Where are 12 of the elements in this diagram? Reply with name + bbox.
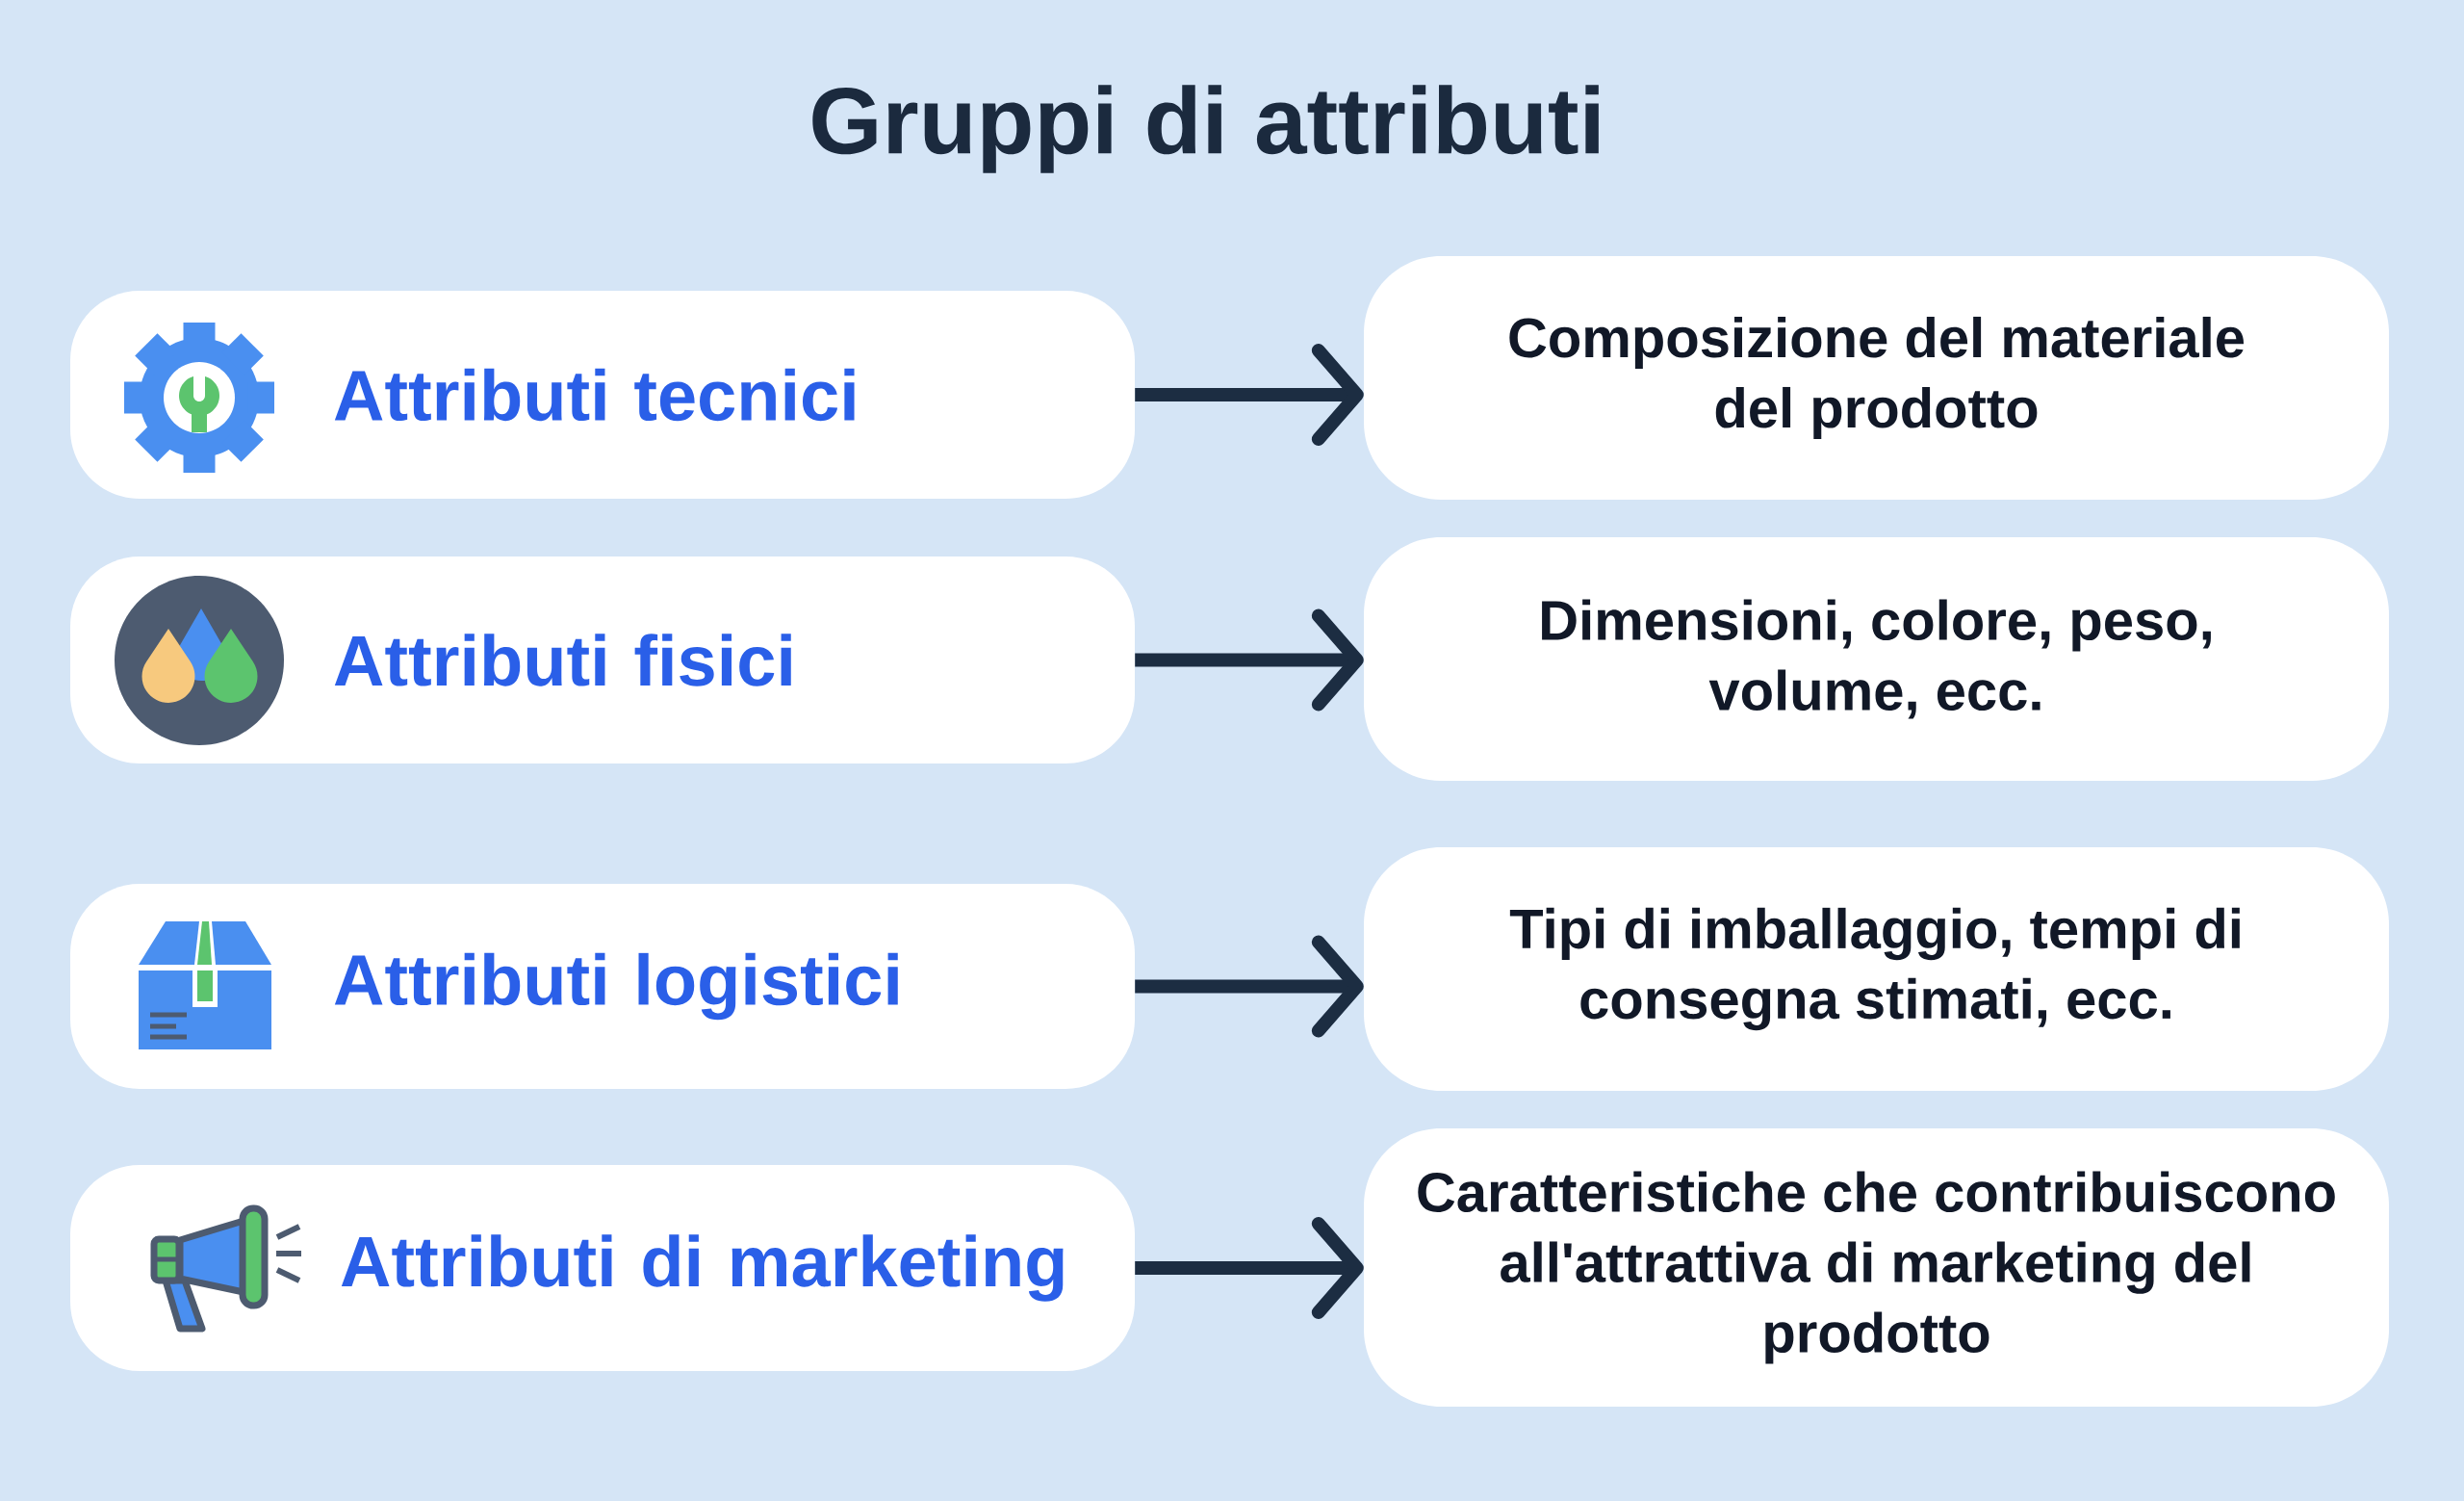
arrow: [1135, 935, 1364, 1038]
arrow: [1135, 1217, 1364, 1319]
arrow: [1135, 608, 1364, 712]
description-box: Caratteristiche che contribuiscono all'attrattiva di marketing del prodotto: [1364, 1128, 2390, 1407]
description-box: Tipi di imballaggio, tempi di consegna stimati, ecc.: [1364, 847, 2390, 1091]
category-box: Attributi tecnici: [70, 291, 1135, 499]
title: Gruppi di attributi: [812, 85, 1599, 173]
arrow: [1135, 344, 1364, 446]
category-box: Attributi logistici: [70, 884, 1135, 1089]
description-box: Dimensioni, colore, peso, volume, ecc.: [1364, 537, 2390, 781]
category-box: Attributi di marketing: [70, 1165, 1135, 1371]
description-box: Composizione del materiale del prodotto: [1364, 256, 2390, 500]
